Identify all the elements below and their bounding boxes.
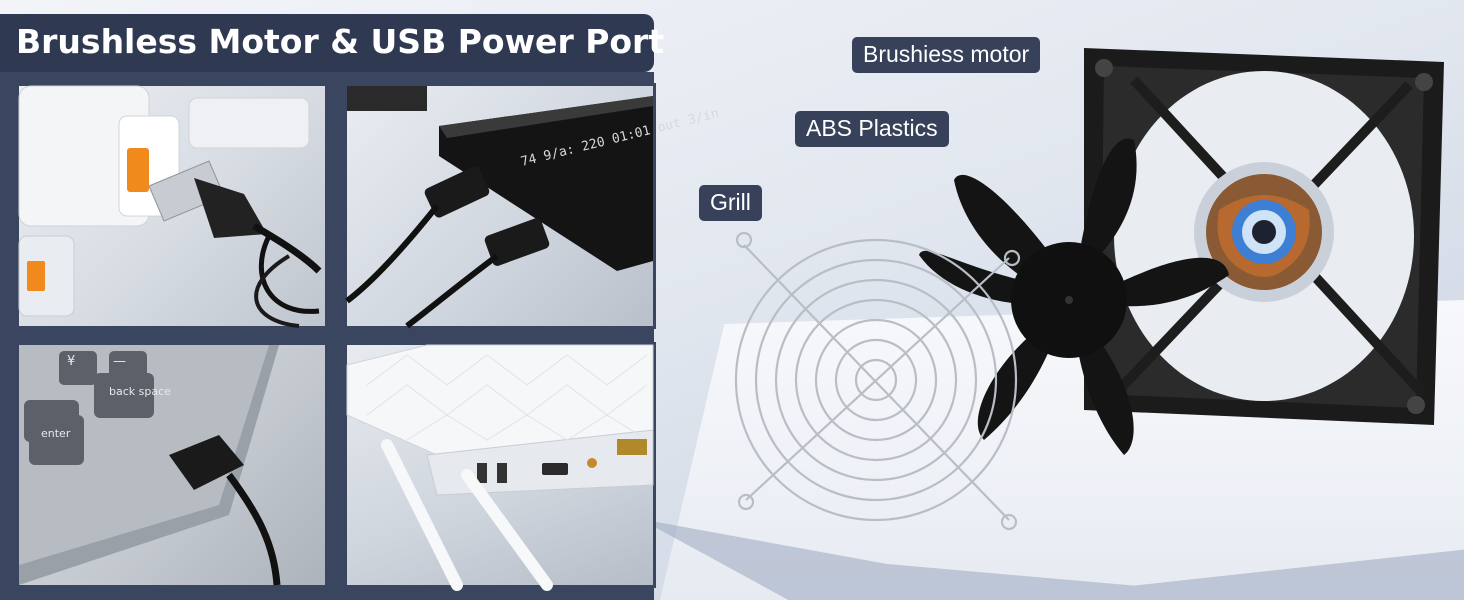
grill-label: Grill (699, 185, 762, 221)
wire-grill (734, 231, 1021, 531)
title-banner: Brushless Motor & USB Power Port (0, 14, 664, 72)
brushless-motor (1194, 162, 1334, 302)
abs-fan-blades (919, 138, 1229, 455)
brushless-motor-label: Brushiess motor (852, 37, 1041, 73)
key-yen-label: ¥ (67, 354, 75, 369)
key-dash-label: — (113, 354, 126, 369)
usb-wall-adapter-illustration (18, 85, 322, 328)
laptop-usb-illustration: back space enter ¥ — (19, 345, 281, 586)
usb-power-bank-illustration: 74 9/a: 220 01:01 out 3/in (345, 86, 720, 329)
router-usb-port-photo (344, 342, 656, 591)
abs-plastics-label: ABS Plastics (795, 111, 949, 147)
key-enter-label: enter (41, 427, 71, 440)
fan-exploded-view (734, 48, 1444, 531)
laptop-usb-port-photo: back space enter ¥ — (16, 342, 328, 588)
key-backspace-label: back space (109, 385, 171, 398)
usb-wall-adapter-photo (16, 83, 328, 329)
usb-power-bank-photo: 74 9/a: 220 01:01 out 3/in (344, 83, 720, 329)
page-title: Brushless Motor & USB Power Port (16, 22, 665, 61)
router-illustration (346, 344, 654, 591)
